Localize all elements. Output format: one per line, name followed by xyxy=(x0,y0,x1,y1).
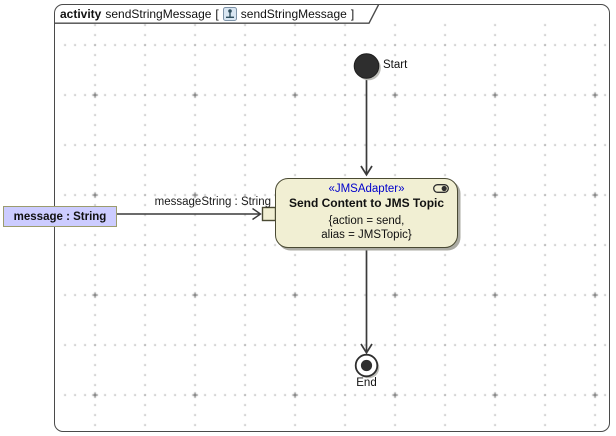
edge-start-to-action[interactable] xyxy=(360,78,373,177)
edge-action-to-end[interactable] xyxy=(360,248,373,355)
frame-name-label: sendStringMessage xyxy=(105,6,212,21)
input-pin[interactable] xyxy=(261,206,277,222)
frame-open-bracket: [ xyxy=(215,6,219,21)
action-stereotype: «JMSAdapter» xyxy=(328,183,405,195)
edge-object-to-pin[interactable] xyxy=(117,207,262,221)
end-node[interactable] xyxy=(354,353,380,379)
action-node-send-content[interactable]: «JMSAdapter» Send Content to JMS Topic {… xyxy=(275,178,458,248)
object-node-label: message : String xyxy=(13,210,107,223)
frame-kind-label: activity xyxy=(60,6,102,21)
arrowhead-icon xyxy=(252,207,262,221)
end-node-label: End xyxy=(356,377,377,389)
frame-diagram-ref-label: sendStringMessage xyxy=(240,6,347,21)
action-name: Send Content to JMS Topic xyxy=(288,196,445,210)
collapsed-structure-icon xyxy=(433,184,449,193)
action-tagged-value-line1: {action = send, xyxy=(328,215,405,227)
arrowhead-icon xyxy=(360,165,373,177)
frame-close-bracket: ] xyxy=(350,6,355,21)
start-node-label: Start xyxy=(383,59,408,71)
arrowhead-icon xyxy=(360,343,373,355)
action-tagged-value-line2: alias = JMSTopic} xyxy=(321,229,412,241)
activity-diagram-icon xyxy=(222,6,237,21)
frame-name-tab-outline xyxy=(55,4,380,24)
object-node-message[interactable]: message : String xyxy=(3,206,117,227)
object-flow-label: messageString : String xyxy=(154,196,271,208)
start-node[interactable] xyxy=(353,53,381,81)
frame-header: activity sendStringMessage [ sendStringM… xyxy=(60,6,354,21)
